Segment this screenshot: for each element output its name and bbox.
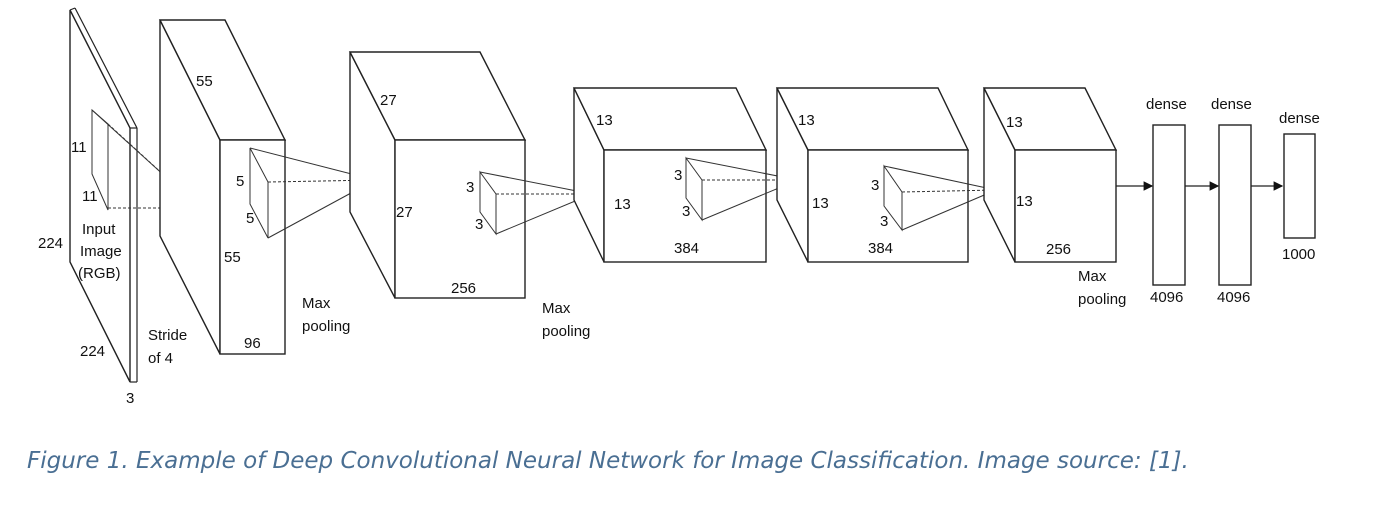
conv1-width-label: 55 xyxy=(224,249,241,266)
conv3-kernel-width: 3 xyxy=(682,203,690,220)
pool3-line1: Max xyxy=(1078,268,1107,285)
dense-2-size: 4096 xyxy=(1217,289,1250,306)
pool2-line2: pooling xyxy=(542,323,590,340)
conv4-kernel-width: 3 xyxy=(880,213,888,230)
input-depth-label: 3 xyxy=(126,390,134,407)
conv2-depth-label: 256 xyxy=(451,280,476,297)
conv1-depth-label: 96 xyxy=(244,335,261,352)
dense-2-label: dense xyxy=(1211,96,1252,113)
figure-caption: Figure 1. Example of Deep Convolutional … xyxy=(27,448,1189,474)
dense-1-size: 4096 xyxy=(1150,289,1183,306)
conv3-depth-label: 384 xyxy=(674,240,699,257)
conv3-kernel-height: 3 xyxy=(674,167,682,184)
pool1-line2: pooling xyxy=(302,318,350,335)
input-name-line3: (RGB) xyxy=(78,265,121,282)
dense-3-label: dense xyxy=(1279,110,1320,127)
conv5-block xyxy=(982,87,1118,263)
conv3-block xyxy=(572,87,799,263)
conv4-depth-label: 384 xyxy=(868,240,893,257)
stride-line2: of 4 xyxy=(148,350,173,367)
conv2-width-label: 27 xyxy=(396,204,413,221)
conv2-height-label: 27 xyxy=(380,92,397,109)
conv2-kernel-height: 3 xyxy=(466,179,474,196)
conv5-width-label: 13 xyxy=(1016,193,1033,210)
conv2-block xyxy=(348,51,593,299)
stride-line1: Stride xyxy=(148,327,187,344)
dense-3-size: 1000 xyxy=(1282,246,1315,263)
dense-1-box xyxy=(1152,124,1186,286)
input-name-line1: Input xyxy=(82,221,116,238)
conv1-kernel-width: 5 xyxy=(246,210,254,227)
conv2-kernel-width: 3 xyxy=(475,216,483,233)
dense-3-box xyxy=(1283,133,1316,239)
input-height-label: 224 xyxy=(38,235,63,252)
dense-2-box xyxy=(1218,124,1252,286)
conv1-kernel-height: 5 xyxy=(236,173,244,190)
dense-1-label: dense xyxy=(1146,96,1187,113)
pool2-line1: Max xyxy=(542,300,571,317)
conv4-block xyxy=(775,87,997,263)
input-width-label: 224 xyxy=(80,343,105,360)
input-kernel-height: 11 xyxy=(71,139,87,156)
conv1-height-label: 55 xyxy=(196,73,213,90)
conv4-height-label: 13 xyxy=(798,112,815,129)
conv4-width-label: 13 xyxy=(812,195,829,212)
pool3-line2: pooling xyxy=(1078,291,1126,308)
pool1-line1: Max xyxy=(302,295,331,312)
conv5-height-label: 13 xyxy=(1006,114,1023,131)
conv5-depth-label: 256 xyxy=(1046,241,1071,258)
conv4-kernel-height: 3 xyxy=(871,177,879,194)
conv3-width-label: 13 xyxy=(614,196,631,213)
input-name-line2: Image xyxy=(80,243,122,260)
conv1-block xyxy=(158,19,376,355)
input-kernel-width: 11 xyxy=(82,188,98,205)
conv3-height-label: 13 xyxy=(596,112,613,129)
